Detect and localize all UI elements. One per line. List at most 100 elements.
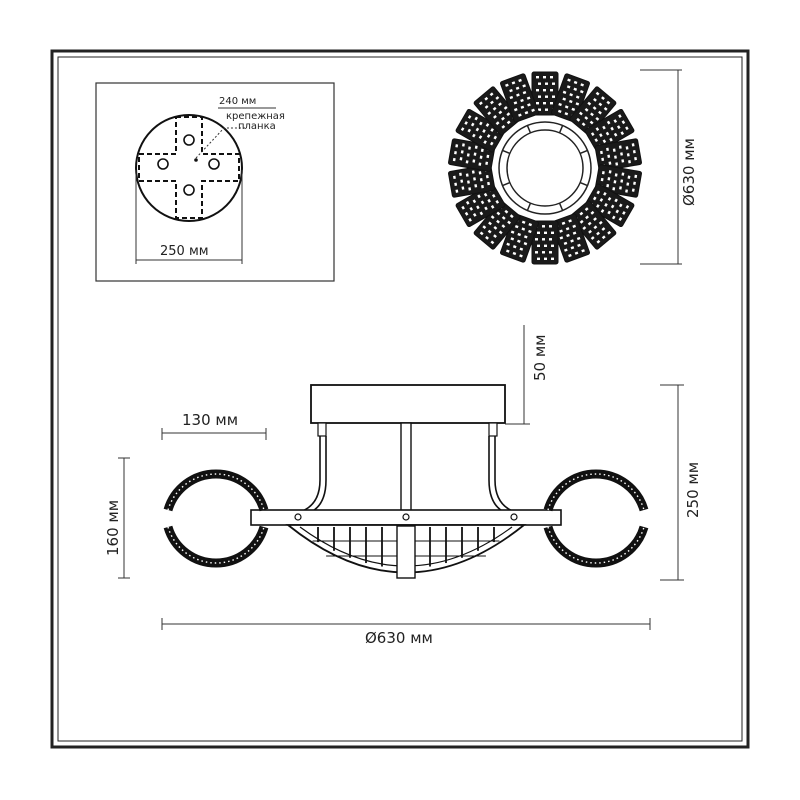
petal-facet (571, 107, 576, 111)
petal-facet (493, 135, 498, 140)
arm-right-outer (494, 436, 516, 513)
petal-facet (584, 207, 589, 212)
petal-facet (618, 145, 622, 149)
petal-facet (482, 225, 487, 229)
petal-facet (599, 133, 603, 138)
petal-facet (592, 106, 597, 110)
petal-facet (564, 105, 569, 109)
ring-divider (558, 202, 564, 211)
petal-facet (507, 220, 512, 225)
petal-facet (570, 246, 575, 250)
left-ring (163, 469, 269, 568)
petal-facet (588, 229, 592, 234)
petal-facet (579, 90, 584, 94)
petal-facet (470, 122, 475, 127)
petal-facet (522, 91, 527, 95)
petal-facet (490, 204, 495, 209)
petal-facet (461, 205, 465, 210)
petal-facet (472, 213, 477, 217)
petal-facet (519, 254, 523, 258)
petal-facet (493, 234, 497, 238)
petal-facet (465, 200, 470, 205)
petal-facet (567, 78, 571, 82)
petal-facet (580, 83, 584, 87)
petal-facet (614, 173, 618, 177)
petal-facet (634, 174, 638, 179)
petal-facet (496, 219, 500, 224)
top-view-petal (500, 73, 540, 123)
petal-facet (634, 156, 637, 161)
petal-facet (622, 211, 626, 215)
top-view-petals (448, 71, 642, 265)
center-stem (400, 422, 412, 514)
mounting-plate-inset: 240 мм крепежная планка 250 мм (95, 82, 335, 282)
petal-facet (479, 155, 483, 159)
petal-facet (582, 226, 587, 230)
petal-facet (487, 181, 490, 186)
petal-facet (538, 95, 541, 98)
petal-facet (509, 214, 514, 219)
petal-facet (537, 231, 540, 234)
inner-ring-inner (506, 129, 584, 207)
petal-facet (491, 193, 496, 198)
petal-facet (516, 93, 520, 97)
side-view: 50 мм 130 мм 250 мм 160 мм Ø630 мм (104, 325, 702, 647)
petal-facet (471, 170, 475, 174)
petal-facet (613, 132, 618, 137)
petal-facet (454, 151, 457, 155)
petal-facet (485, 161, 489, 165)
petal-facet (490, 100, 494, 105)
petal-facet (549, 225, 552, 228)
petal-facet (575, 95, 580, 99)
petal-facet (520, 98, 524, 103)
petal-facet (467, 128, 472, 133)
ring-divider (579, 181, 588, 187)
petal-facet (593, 225, 598, 230)
petal-facet (549, 251, 552, 254)
petal-facet (528, 223, 533, 227)
bar-screw-center (402, 513, 410, 521)
petal-facet (559, 236, 564, 240)
petal-facet (599, 198, 604, 202)
petal-facet (592, 196, 597, 201)
petal-facet (543, 89, 546, 92)
petal-facet (480, 200, 485, 205)
petal-facet (538, 82, 541, 85)
right-ring-upper-texture (547, 473, 645, 511)
base-plate-circle (135, 114, 243, 222)
bar-screw-left (294, 513, 302, 521)
petal-facet (607, 210, 611, 215)
petal-facet (482, 129, 486, 133)
top-view-petal (531, 71, 559, 116)
petal-facet (460, 150, 464, 154)
petal-crystal (500, 73, 540, 123)
stem-cap-right (488, 422, 498, 437)
petal-facet (618, 114, 622, 119)
petal-facet (587, 221, 592, 226)
petal-facet (455, 189, 459, 193)
petal-facet (476, 205, 480, 210)
petal-facet (557, 109, 562, 113)
petal-facet (498, 102, 502, 107)
petal-facet (535, 238, 538, 241)
petal-facet (518, 113, 522, 117)
petal-facet (486, 134, 491, 138)
petal-facet (601, 171, 605, 175)
petal-facet (523, 242, 528, 246)
petal-facet (483, 192, 488, 197)
petal-facet (511, 81, 516, 85)
petal-facet (466, 153, 470, 157)
petal-facet (487, 198, 491, 203)
petal-facet (503, 106, 508, 110)
petal-facet (490, 215, 495, 220)
leader-line (195, 127, 246, 159)
petal-facet (596, 190, 601, 195)
petal-facet (598, 110, 602, 115)
petal-facet (474, 116, 479, 121)
plate-name-line2: планка (238, 121, 276, 132)
petal-facet (544, 244, 547, 247)
petal-facet (601, 96, 605, 101)
arm-left-outer (299, 436, 321, 513)
petal-facet (496, 211, 501, 216)
petal-facet (468, 146, 471, 150)
